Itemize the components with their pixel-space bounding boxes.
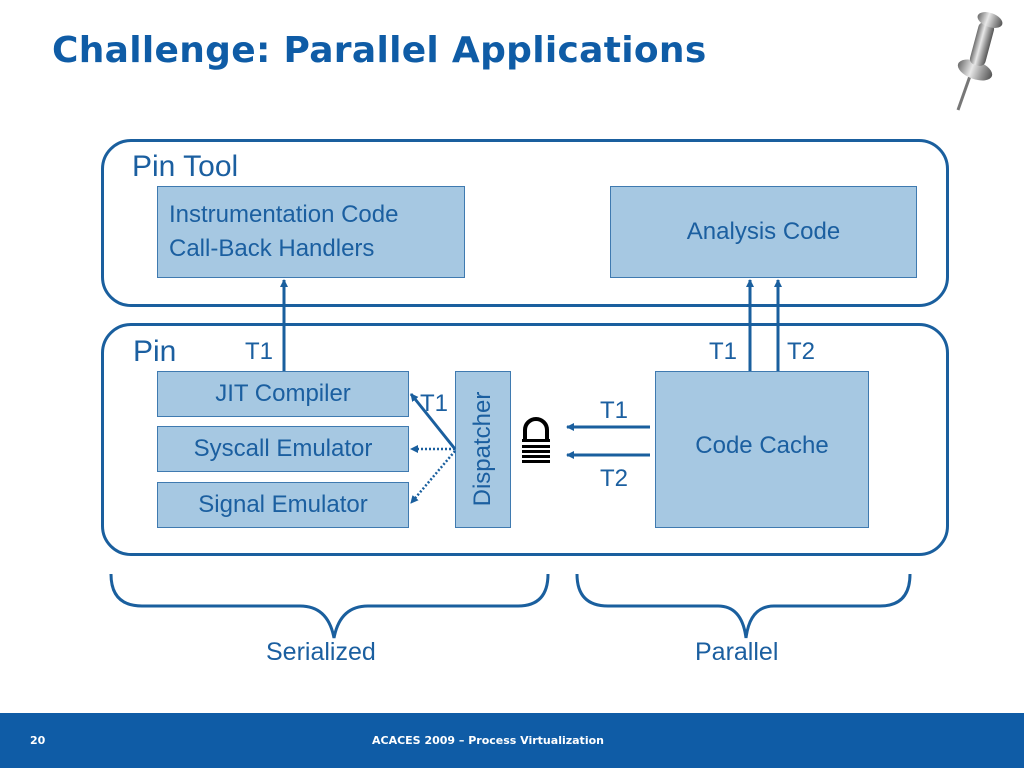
brace-serialized [109,573,550,639]
thread-label-jit-to-tool: T1 [245,338,274,365]
thread-label-lock-t1: T1 [600,397,629,424]
pin-tool-group [101,139,949,307]
brace-parallel [575,573,912,639]
analysis-code-box: Analysis Code [610,186,917,278]
caption-parallel: Parallel [695,638,779,666]
syscall-emulator-label: Syscall Emulator [193,435,373,462]
dispatcher-label: Dispatcher [469,391,496,507]
instrumentation-code-label: Instrumentation Code [169,201,399,228]
slide-number: 20 [30,734,46,747]
analysis-code-label: Analysis Code [686,218,841,245]
syscall-emulator-box: Syscall Emulator [157,426,409,472]
pin-tool-label: Pin Tool [132,150,239,183]
thread-label-analysis-t1: T1 [709,338,738,365]
jit-compiler-box: JIT Compiler [157,371,409,417]
code-cache-label: Code Cache [695,431,829,459]
caption-serialized: Serialized [266,638,376,666]
pushpin-icon [956,12,1003,111]
footer-bar: 20 ACACES 2009 – Process Virtualization [0,713,1024,768]
instrumentation-box: Instrumentation Code Call-Back Handlers [157,186,465,278]
footer-conference: ACACES 2009 – Process Virtualization [372,734,604,747]
thread-label-lock-t2: T2 [600,465,629,492]
signal-emulator-label: Signal Emulator [198,491,368,518]
thread-label-analysis-t2: T2 [787,338,816,365]
code-cache-box: Code Cache [655,371,869,528]
slide-title: Challenge: Parallel Applications [52,30,707,71]
jit-compiler-label: JIT Compiler [215,380,351,407]
thread-label-dispatcher-to-jit: T1 [420,390,449,417]
signal-emulator-box: Signal Emulator [157,482,409,528]
padlock-icon [522,417,550,463]
callback-handlers-label: Call-Back Handlers [169,235,375,262]
pin-label: Pin [133,335,177,368]
pin-group [101,323,949,556]
